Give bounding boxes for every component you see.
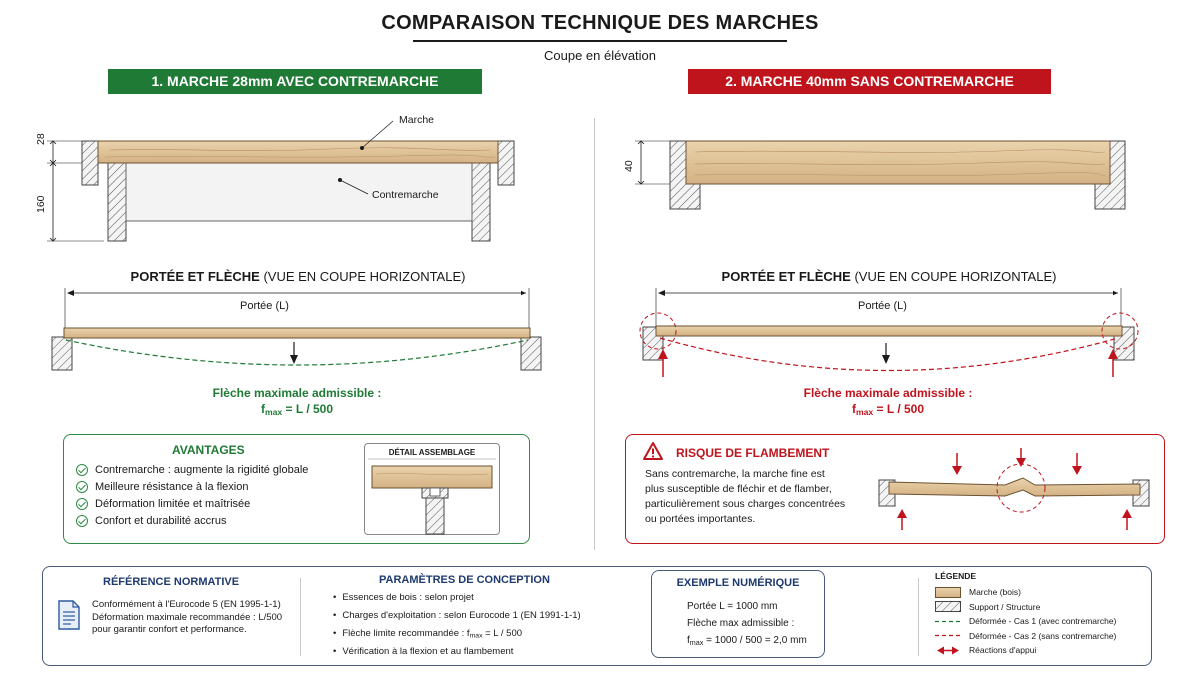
support-right [520, 336, 542, 371]
riser-post-right [471, 162, 491, 242]
legend-item-wood: Marche (bois) [935, 585, 1116, 600]
tread-28mm [97, 140, 499, 164]
riser-post-left [107, 162, 127, 242]
load-arrow [882, 355, 890, 364]
bottom-info-panel [42, 566, 1152, 666]
case1-elevation-diagram [47, 120, 515, 242]
advantage-item: Déformation limitée et maîtrisée [76, 495, 308, 512]
support-left [51, 336, 73, 371]
check-circle-icon [76, 463, 88, 476]
reference-title: RÉFÉRENCE NORMATIVE [103, 576, 240, 588]
case2-span-label: Portée (L) [858, 300, 907, 312]
deflection-curve-case1 [65, 339, 529, 366]
legend-item-case1: Déformée - Cas 1 (avec contremarche) [935, 616, 1117, 627]
dim-tread-40: 40 [623, 160, 635, 172]
case2-span-heading: PORTÉE ET FLÈCHE (VUE EN COUPE HORIZONTA… [721, 269, 1057, 284]
check-circle-icon [76, 480, 88, 493]
example-title: EXEMPLE NUMÉRIQUE [676, 577, 800, 589]
riser-panel [125, 162, 473, 222]
tread-plan [63, 327, 531, 339]
advantage-item: Meilleure résistance à la flexion [76, 478, 308, 495]
case1-deflection-limit: Flèche maximale admissible : fmax = L / … [212, 386, 382, 418]
deflection-curve-case2 [659, 337, 1119, 372]
case2-span-diagram [639, 288, 1139, 377]
load-arrow [290, 355, 298, 364]
risk-description: Sans contremarche, la marche fine est pl… [645, 468, 846, 525]
check-circle-icon [76, 514, 88, 527]
parameter-item: Essences de bois : selon projet [333, 589, 581, 607]
example-box [651, 570, 825, 658]
example-line2: Flèche max admissible : [687, 618, 795, 629]
label-contremarche: Contremarche [372, 189, 439, 201]
parameters-title: PARAMÈTRES DE CONCEPTION [379, 574, 550, 586]
support-right [497, 140, 515, 186]
legend-title: LÉGENDE [935, 571, 977, 581]
title-underline [413, 40, 787, 42]
example-line1: Portée L = 1000 mm [687, 601, 778, 612]
case2-elevation-diagram [635, 140, 1126, 210]
critical-zone-left [639, 312, 677, 350]
case1-banner: 1. MARCHE 28mm AVEC CONTREMARCHE [108, 69, 482, 94]
legend-item-case2: Déformée - Cas 2 (sans contremarche) [935, 630, 1117, 641]
reaction-arrow-left [658, 349, 668, 359]
legend: Marche (bois) Support / Structure Déform… [935, 585, 1116, 658]
critical-zone-right [1101, 312, 1139, 350]
buckling-diagram [878, 448, 1150, 530]
case1-span-heading: PORTÉE ET FLÈCHE (VUE EN COUPE HORIZONTA… [130, 269, 466, 284]
tread-plan [655, 325, 1123, 337]
advantage-item: Contremarche : augmente la rigidité glob… [76, 461, 308, 478]
parameters-list: Essences de bois : selon projet Charges … [333, 589, 581, 661]
support-left [81, 140, 99, 186]
legend-item-support: Support / Structure [935, 600, 1116, 615]
risk-title: RISQUE DE FLAMBEMENT [676, 446, 830, 460]
case1-span-label: Portée (L) [240, 300, 289, 312]
legend-item-reactions: Réactions d'appui [935, 643, 1116, 658]
panel-separator [300, 578, 301, 656]
warning-icon [643, 442, 663, 460]
dim-tread-28: 28 [35, 133, 47, 145]
assembly-detail-diagram [368, 458, 496, 535]
parameter-item: Charges d'exploitation : selon Eurocode … [333, 607, 580, 625]
center-divider [594, 118, 595, 550]
advantages-title: AVANTAGES [172, 443, 245, 457]
advantages-box [63, 434, 530, 544]
reaction-arrow-right [1108, 349, 1118, 359]
reference-text: Conformément à l'Eurocode 5 (EN 1995-1-1… [92, 599, 283, 635]
case1-span-diagram [51, 288, 542, 371]
page-subtitle: Coupe en élévation [543, 48, 657, 63]
assembly-detail-title: DÉTAIL ASSEMBLAGE [388, 448, 476, 457]
case2-banner: 2. MARCHE 40mm SANS CONTREMARCHE [688, 69, 1051, 94]
parameter-item: Flèche limite recommandée : fmax = L / 5… [333, 625, 581, 643]
example-line3: fmax = 1000 / 500 = 2,0 mm [687, 635, 807, 647]
document-icon [58, 600, 80, 630]
advantages-list: Contremarche : augmente la rigidité glob… [76, 461, 308, 529]
dim-riser-160: 160 [35, 195, 47, 213]
tread-40mm [685, 140, 1111, 185]
label-marche: Marche [399, 114, 435, 126]
advantage-item: Confort et durabilité accrus [76, 512, 308, 529]
parameter-item: Vérification à la flexion et au flambeme… [333, 643, 581, 661]
panel-separator [918, 578, 919, 656]
case2-deflection-limit: Flèche maximale admissible : fmax = L / … [803, 386, 973, 418]
check-circle-icon [76, 497, 88, 510]
page-title: COMPARAISON TECHNIQUE DES MARCHES [381, 12, 819, 34]
